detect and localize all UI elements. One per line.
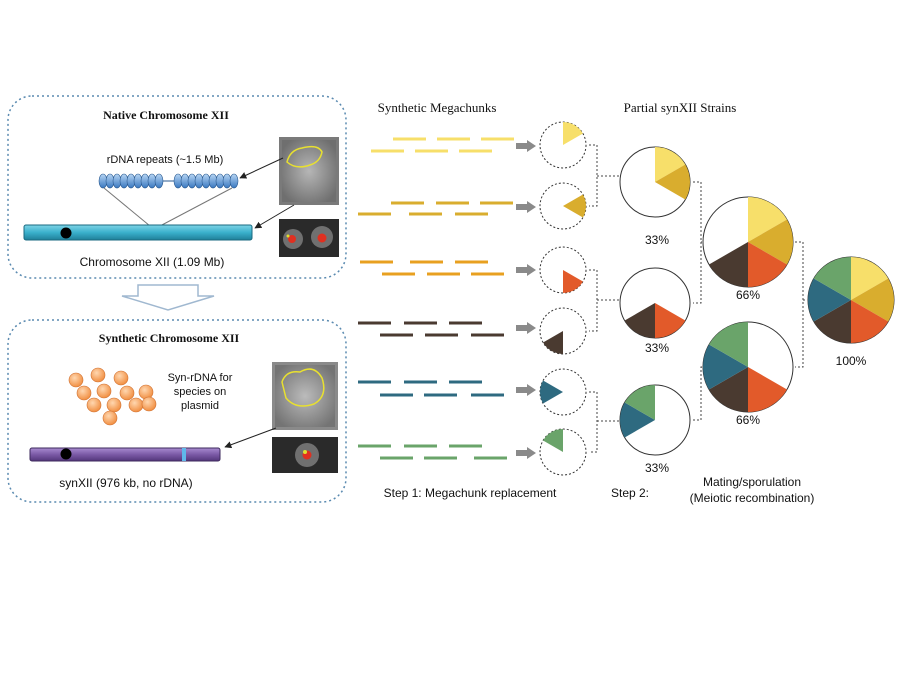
- pie-slice: [540, 380, 563, 404]
- arrow-right-icon: [516, 140, 536, 152]
- merge-bracket: [795, 241, 807, 368]
- micrograph-arrow-1: [239, 157, 284, 179]
- pie-slice: [748, 242, 787, 287]
- megachunk-rows: [358, 137, 536, 460]
- merge-bracket: [589, 391, 619, 453]
- plasmid-circle: [106, 397, 122, 413]
- pie-slice: [813, 257, 851, 300]
- rdna-bead: [154, 173, 164, 189]
- synthetic-chromosome-label: synXII (976 kb, no rDNA): [59, 476, 192, 490]
- synthetic-panel-title: Synthetic Chromosome XII: [99, 331, 240, 345]
- pie-slice: [813, 300, 851, 343]
- pie-slice: [703, 344, 748, 390]
- merge-brackets: [589, 144, 807, 453]
- plasmid-circle: [128, 397, 144, 413]
- pie-slice: [851, 300, 889, 343]
- percent-stage2-bot: 66%: [736, 413, 760, 427]
- fluorescence-image: [272, 437, 338, 473]
- pie-slice: [563, 194, 586, 218]
- native-chromosome-label: Chromosome XII (1.09 Mb): [80, 255, 225, 269]
- pie-slice: [655, 303, 686, 338]
- pie-slice: [655, 147, 686, 182]
- arrow-right-icon: [516, 322, 536, 334]
- megachunks-header: Synthetic Megachunks: [378, 100, 497, 115]
- step2-desc-line-1: Mating/sporulation: [703, 475, 801, 489]
- merge-bracket: [589, 144, 619, 207]
- partial-strains-header: Partial synXII Strains: [624, 100, 737, 115]
- pie-slice: [624, 385, 655, 420]
- cell-micrograph-icon: [279, 137, 339, 205]
- merge-bracket: [693, 181, 702, 304]
- percent-stage1-mid: 33%: [645, 341, 669, 355]
- pie-slice: [709, 322, 748, 367]
- arrow-right-icon: [516, 264, 536, 276]
- plasmid-circle: [119, 385, 135, 401]
- pie-diagrams: [539, 121, 895, 476]
- plasmid-label-line-3: plasmid: [181, 400, 219, 412]
- plasmid-circle: [138, 384, 154, 400]
- pie-slice: [543, 429, 563, 452]
- pie-slice: [543, 331, 563, 354]
- cell-micrograph-icon: [272, 362, 338, 430]
- plasmid-circle: [90, 367, 106, 383]
- pie-slice: [748, 197, 787, 242]
- plasmid-circle: [86, 397, 102, 413]
- arrow-right-icon: [516, 384, 536, 396]
- plasmid-cluster: [68, 367, 157, 426]
- native-chromosome-bar: [23, 224, 253, 241]
- plasmid-label-line-2: species on: [174, 386, 227, 398]
- pie-slice: [709, 242, 748, 287]
- rdna-repeats: [98, 173, 239, 189]
- step2-label: Step 2:: [611, 486, 649, 500]
- pie-slice: [563, 122, 583, 145]
- arrow-right-icon: [516, 447, 536, 459]
- native-panel-title: Native Chromosome XII: [103, 108, 229, 122]
- pie-slice: [748, 219, 793, 265]
- pie-slice: [851, 278, 894, 322]
- plasmid-circle: [102, 410, 118, 426]
- centromere-icon: [60, 448, 72, 460]
- rdna-label: rDNA repeats (~1.5 Mb): [107, 154, 223, 166]
- pie-slice: [619, 402, 655, 438]
- micrograph-arrow-2: [254, 204, 295, 229]
- plasmid-circle: [68, 372, 84, 388]
- rdna-bead: [229, 173, 239, 189]
- merge-bracket: [589, 269, 619, 332]
- pie-slice: [563, 270, 583, 293]
- pie-slice: [655, 164, 690, 200]
- centromere-icon: [60, 227, 72, 239]
- percent-stage2-top: 66%: [736, 288, 760, 302]
- fluorescence-image: [279, 219, 339, 257]
- step1-label: Step 1: Megachunk replacement: [384, 486, 557, 500]
- down-arrow-icon: [121, 284, 215, 311]
- pie-slice: [851, 257, 889, 300]
- arrow-right-icon: [516, 201, 536, 213]
- synthetic-chromosome-panel: Synthetic Chromosome XII Syn-rDNA for sp…: [7, 319, 347, 503]
- rdna-connector-left: [103, 187, 151, 227]
- percent-stage1-bot: 33%: [645, 461, 669, 475]
- rdna-connector-right: [159, 187, 233, 227]
- synthetic-marker: [182, 448, 186, 461]
- percent-stage1-top: 33%: [645, 233, 669, 247]
- pie-slice: [624, 303, 655, 338]
- plasmid-circle: [76, 385, 92, 401]
- micrograph-arrow-3: [224, 427, 277, 449]
- pie-slice: [748, 367, 787, 412]
- plasmid-label-line-1: Syn-rDNA for: [168, 372, 233, 384]
- step2-desc-line-2: (Meiotic recombination): [690, 491, 815, 505]
- plasmid-circle: [113, 370, 129, 386]
- pie-slice: [808, 278, 851, 322]
- plasmid-circle: [96, 383, 112, 399]
- percent-final: 100%: [836, 354, 867, 368]
- synthetic-chromosome-bar: [29, 447, 221, 462]
- pie-slice: [709, 367, 748, 412]
- plasmid-circle: [141, 396, 157, 412]
- merge-bracket: [693, 366, 702, 421]
- native-chromosome-panel: Native Chromosome XII rDNA repeats (~1.5…: [7, 95, 347, 279]
